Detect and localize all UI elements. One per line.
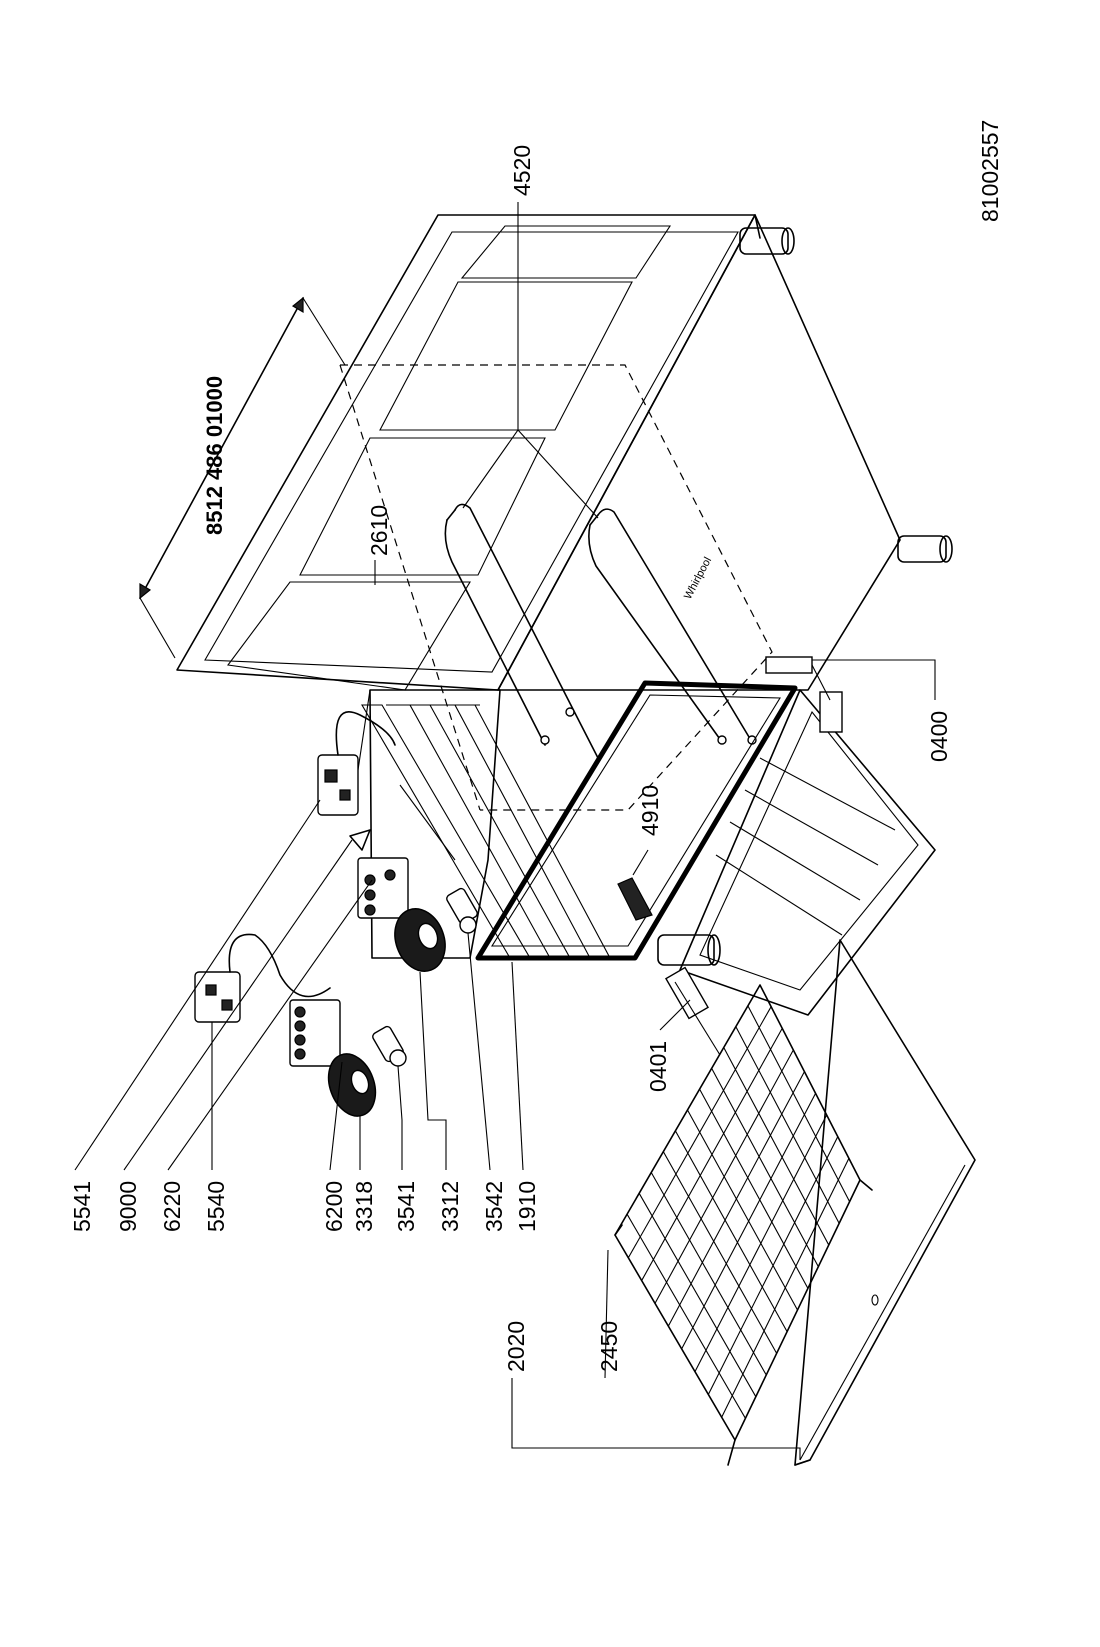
label-4910: 4910: [637, 785, 663, 836]
label-2610: 2610: [366, 505, 392, 556]
door-glass-2020: [794, 939, 976, 1466]
wire-shelf-2450: [614, 984, 873, 1466]
label-3542: 3542: [481, 1181, 507, 1232]
label-1910: 1910: [514, 1181, 540, 1232]
knob-3318: [327, 1053, 377, 1117]
label-0401: 0401: [645, 1041, 671, 1092]
leader-lines: [74, 202, 936, 1460]
thermostat-5541: [317, 710, 396, 816]
door-seal-1910: [475, 680, 798, 961]
label-0400: 0400: [926, 711, 952, 762]
hinge-0401: [665, 966, 721, 1056]
document-code: 81002557: [977, 120, 1003, 222]
label-9000: 9000: [115, 1181, 141, 1232]
heating-element-4520: [444, 503, 757, 759]
brand-mark: Whirlpool: [682, 555, 714, 601]
label-6220: 6220: [159, 1181, 185, 1232]
lamp-holder-3542: [446, 887, 478, 934]
label-6200: 6200: [321, 1181, 347, 1232]
oven-cavity-outline: [339, 364, 773, 811]
oven-cabinet: Whirlpool: [176, 214, 953, 966]
hinge-0400: [765, 656, 843, 733]
dimension-arrow: [139, 296, 346, 659]
knob-3312: [394, 908, 446, 972]
part-labels: 5541 9000 6220 5540 6200 3318 3541 3312 …: [69, 120, 1003, 1372]
selector-switch-6220: [357, 857, 409, 919]
label-3541: 3541: [393, 1181, 419, 1232]
label-3312: 3312: [437, 1181, 463, 1232]
label-4520: 4520: [509, 145, 535, 196]
lamp-holder-3541: [372, 1025, 407, 1067]
label-5541: 5541: [69, 1181, 95, 1232]
model-number: 8512 486 01000: [202, 376, 227, 535]
clip-9000: [349, 829, 371, 851]
selector-switch-6200: [289, 999, 341, 1067]
oven-door: [617, 689, 936, 1016]
label-2450: 2450: [596, 1321, 622, 1372]
label-3318: 3318: [351, 1181, 377, 1232]
label-5540: 5540: [203, 1181, 229, 1232]
thermostat-5540: [194, 933, 331, 1023]
label-2020: 2020: [503, 1321, 529, 1372]
